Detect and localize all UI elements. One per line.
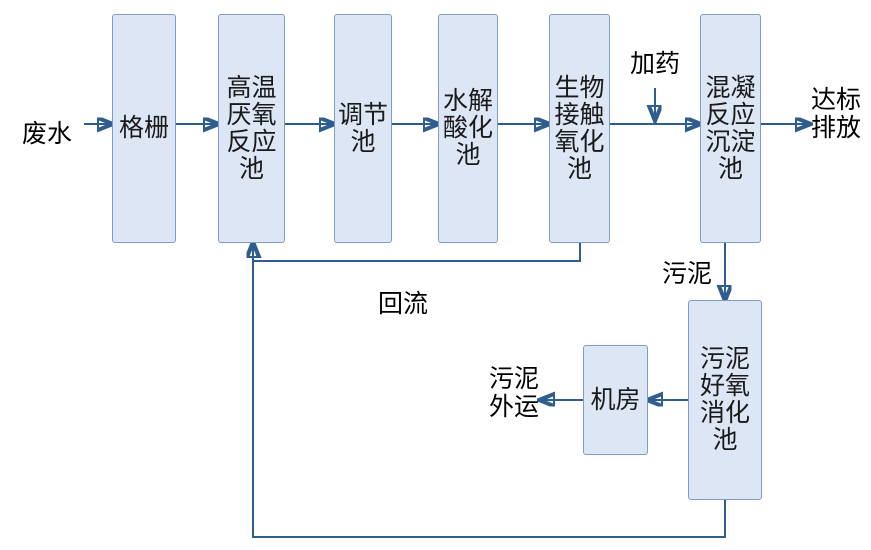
box-grille[interactable]: 格栅 bbox=[112, 14, 176, 243]
label-influent-text: 废水 bbox=[21, 120, 72, 148]
label-sludge: 污泥 bbox=[652, 232, 722, 288]
box-grille-label: 格栅 bbox=[118, 114, 169, 142]
box-adjust-tank-label: 调节 池 bbox=[337, 100, 388, 156]
label-dosing: 加药 bbox=[620, 22, 690, 78]
label-sludge-transport-out-text: 污泥 外运 bbox=[488, 365, 539, 421]
label-dosing-text: 加药 bbox=[629, 50, 680, 78]
box-machine-room[interactable]: 机房 bbox=[583, 345, 648, 455]
label-return-flow-text: 回流 bbox=[377, 290, 428, 318]
box-coagulation-sedimentation-label: 混凝 反应 沉淀 池 bbox=[705, 73, 756, 183]
box-high-temp-anaerobic-label: 高温 厌氧 反应 池 bbox=[226, 73, 277, 183]
box-machine-room-label: 机房 bbox=[590, 385, 641, 414]
box-hydrolysis-acidification[interactable]: 水解 酸化 池 bbox=[438, 14, 498, 243]
label-sludge-transport-out: 污泥 外运 bbox=[483, 337, 545, 421]
label-effluent: 达标 排放 bbox=[805, 58, 867, 142]
box-adjust-tank[interactable]: 调节 池 bbox=[334, 14, 392, 243]
box-sludge-aerobic-digestion-label: 污泥 好氧 消化 池 bbox=[699, 345, 750, 454]
box-bio-contact-oxidation[interactable]: 生物 接触 氧化 池 bbox=[549, 14, 610, 243]
box-sludge-aerobic-digestion[interactable]: 污泥 好氧 消化 池 bbox=[688, 300, 762, 500]
label-effluent-text: 达标 排放 bbox=[810, 86, 861, 142]
label-return-flow: 回流 bbox=[368, 262, 438, 318]
box-hydrolysis-acidification-label: 水解 酸化 池 bbox=[442, 87, 493, 169]
box-coagulation-sedimentation[interactable]: 混凝 反应 沉淀 池 bbox=[700, 14, 761, 243]
label-influent: 废水 bbox=[12, 92, 82, 148]
label-sludge-text: 污泥 bbox=[661, 260, 712, 288]
box-bio-contact-oxidation-label: 生物 接触 氧化 池 bbox=[554, 73, 605, 183]
box-high-temp-anaerobic[interactable]: 高温 厌氧 反应 池 bbox=[218, 14, 285, 243]
